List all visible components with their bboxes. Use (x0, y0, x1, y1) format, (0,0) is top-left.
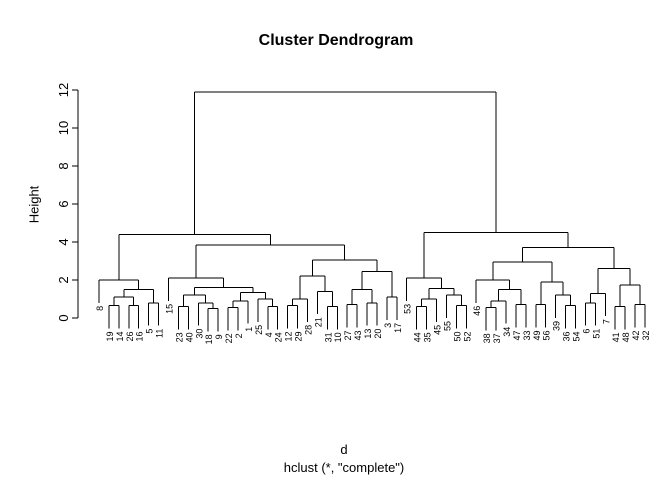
leaf-label: 25 (254, 325, 264, 335)
leaf-label: 50 (452, 331, 462, 341)
leaf-label: 34 (502, 327, 512, 337)
y-axis-tick-label: 2 (56, 276, 71, 283)
leaf-label: 30 (194, 329, 204, 339)
leaf-label: 56 (542, 331, 552, 341)
leaf-label: 21 (313, 317, 323, 327)
leaf-label: 43 (353, 331, 363, 341)
leaf-label: 54 (572, 331, 582, 341)
leaf-label: 44 (413, 332, 423, 342)
leaf-label: 51 (591, 329, 601, 339)
leaf-label: 31 (323, 332, 333, 342)
leaf-label: 17 (393, 323, 403, 333)
y-axis-tick-label: 4 (56, 238, 71, 245)
leaf-label: 24 (274, 332, 284, 342)
y-axis-tick-label: 8 (56, 162, 71, 169)
leaf-label: 38 (482, 333, 492, 343)
leaf-label: 55 (442, 321, 452, 331)
y-axis-tick-label: 10 (56, 121, 71, 135)
leaf-label: 42 (631, 331, 641, 341)
leaf-label: 40 (184, 332, 194, 342)
leaf-label: 35 (423, 332, 433, 342)
leaf-label: 48 (621, 332, 631, 342)
leaf-label: 41 (611, 332, 621, 342)
leaf-label: 9 (214, 334, 224, 339)
leaf-label: 12 (284, 331, 294, 341)
y-axis-tick-label: 0 (56, 314, 71, 321)
leaf-label: 10 (333, 332, 343, 342)
leaf-label: 33 (522, 331, 532, 341)
leaf-label: 45 (433, 325, 443, 335)
leaf-label: 5 (145, 329, 155, 334)
leaf-label: 29 (294, 331, 304, 341)
leaf-label: 32 (641, 331, 651, 341)
leaf-label: 47 (512, 331, 522, 341)
x-axis-label: d (340, 442, 348, 457)
leaf-label: 1 (244, 327, 254, 332)
leaf-label: 37 (492, 333, 502, 343)
leaf-label: 18 (204, 334, 214, 344)
leaf-label: 52 (462, 331, 472, 341)
leaf-label: 39 (552, 321, 562, 331)
leaf-label: 13 (363, 329, 373, 339)
leaf-label: 2 (234, 333, 244, 338)
leaf-label: 28 (303, 325, 313, 335)
leaf-label: 4 (264, 332, 274, 337)
leaf-label: 7 (601, 319, 611, 324)
leaf-label: 22 (224, 333, 234, 343)
leaf-label: 53 (403, 304, 413, 314)
leaf-label: 14 (115, 331, 125, 341)
leaf-label: 15 (164, 304, 174, 314)
leaf-label: 26 (125, 331, 135, 341)
leaf-label: 20 (373, 329, 383, 339)
leaf-label: 27 (343, 331, 353, 341)
leaf-label: 3 (383, 323, 393, 328)
subtitle-hclust-method: hclust (*, "complete") (283, 460, 405, 475)
chart-title: Cluster Dendrogram (258, 32, 414, 49)
leaf-label: 6 (581, 329, 591, 334)
leaf-label: 8 (95, 306, 105, 311)
leaf-label: 23 (174, 332, 184, 342)
leaf-label: 19 (105, 331, 115, 341)
leaf-label: 16 (135, 331, 145, 341)
leaf-label: 36 (562, 331, 572, 341)
leaf-label: 49 (532, 331, 542, 341)
leaf-label: 11 (155, 329, 165, 338)
leaf-label: 46 (472, 306, 482, 316)
y-axis-tick-label: 12 (56, 83, 71, 97)
y-axis-tick-label: 6 (56, 200, 71, 207)
